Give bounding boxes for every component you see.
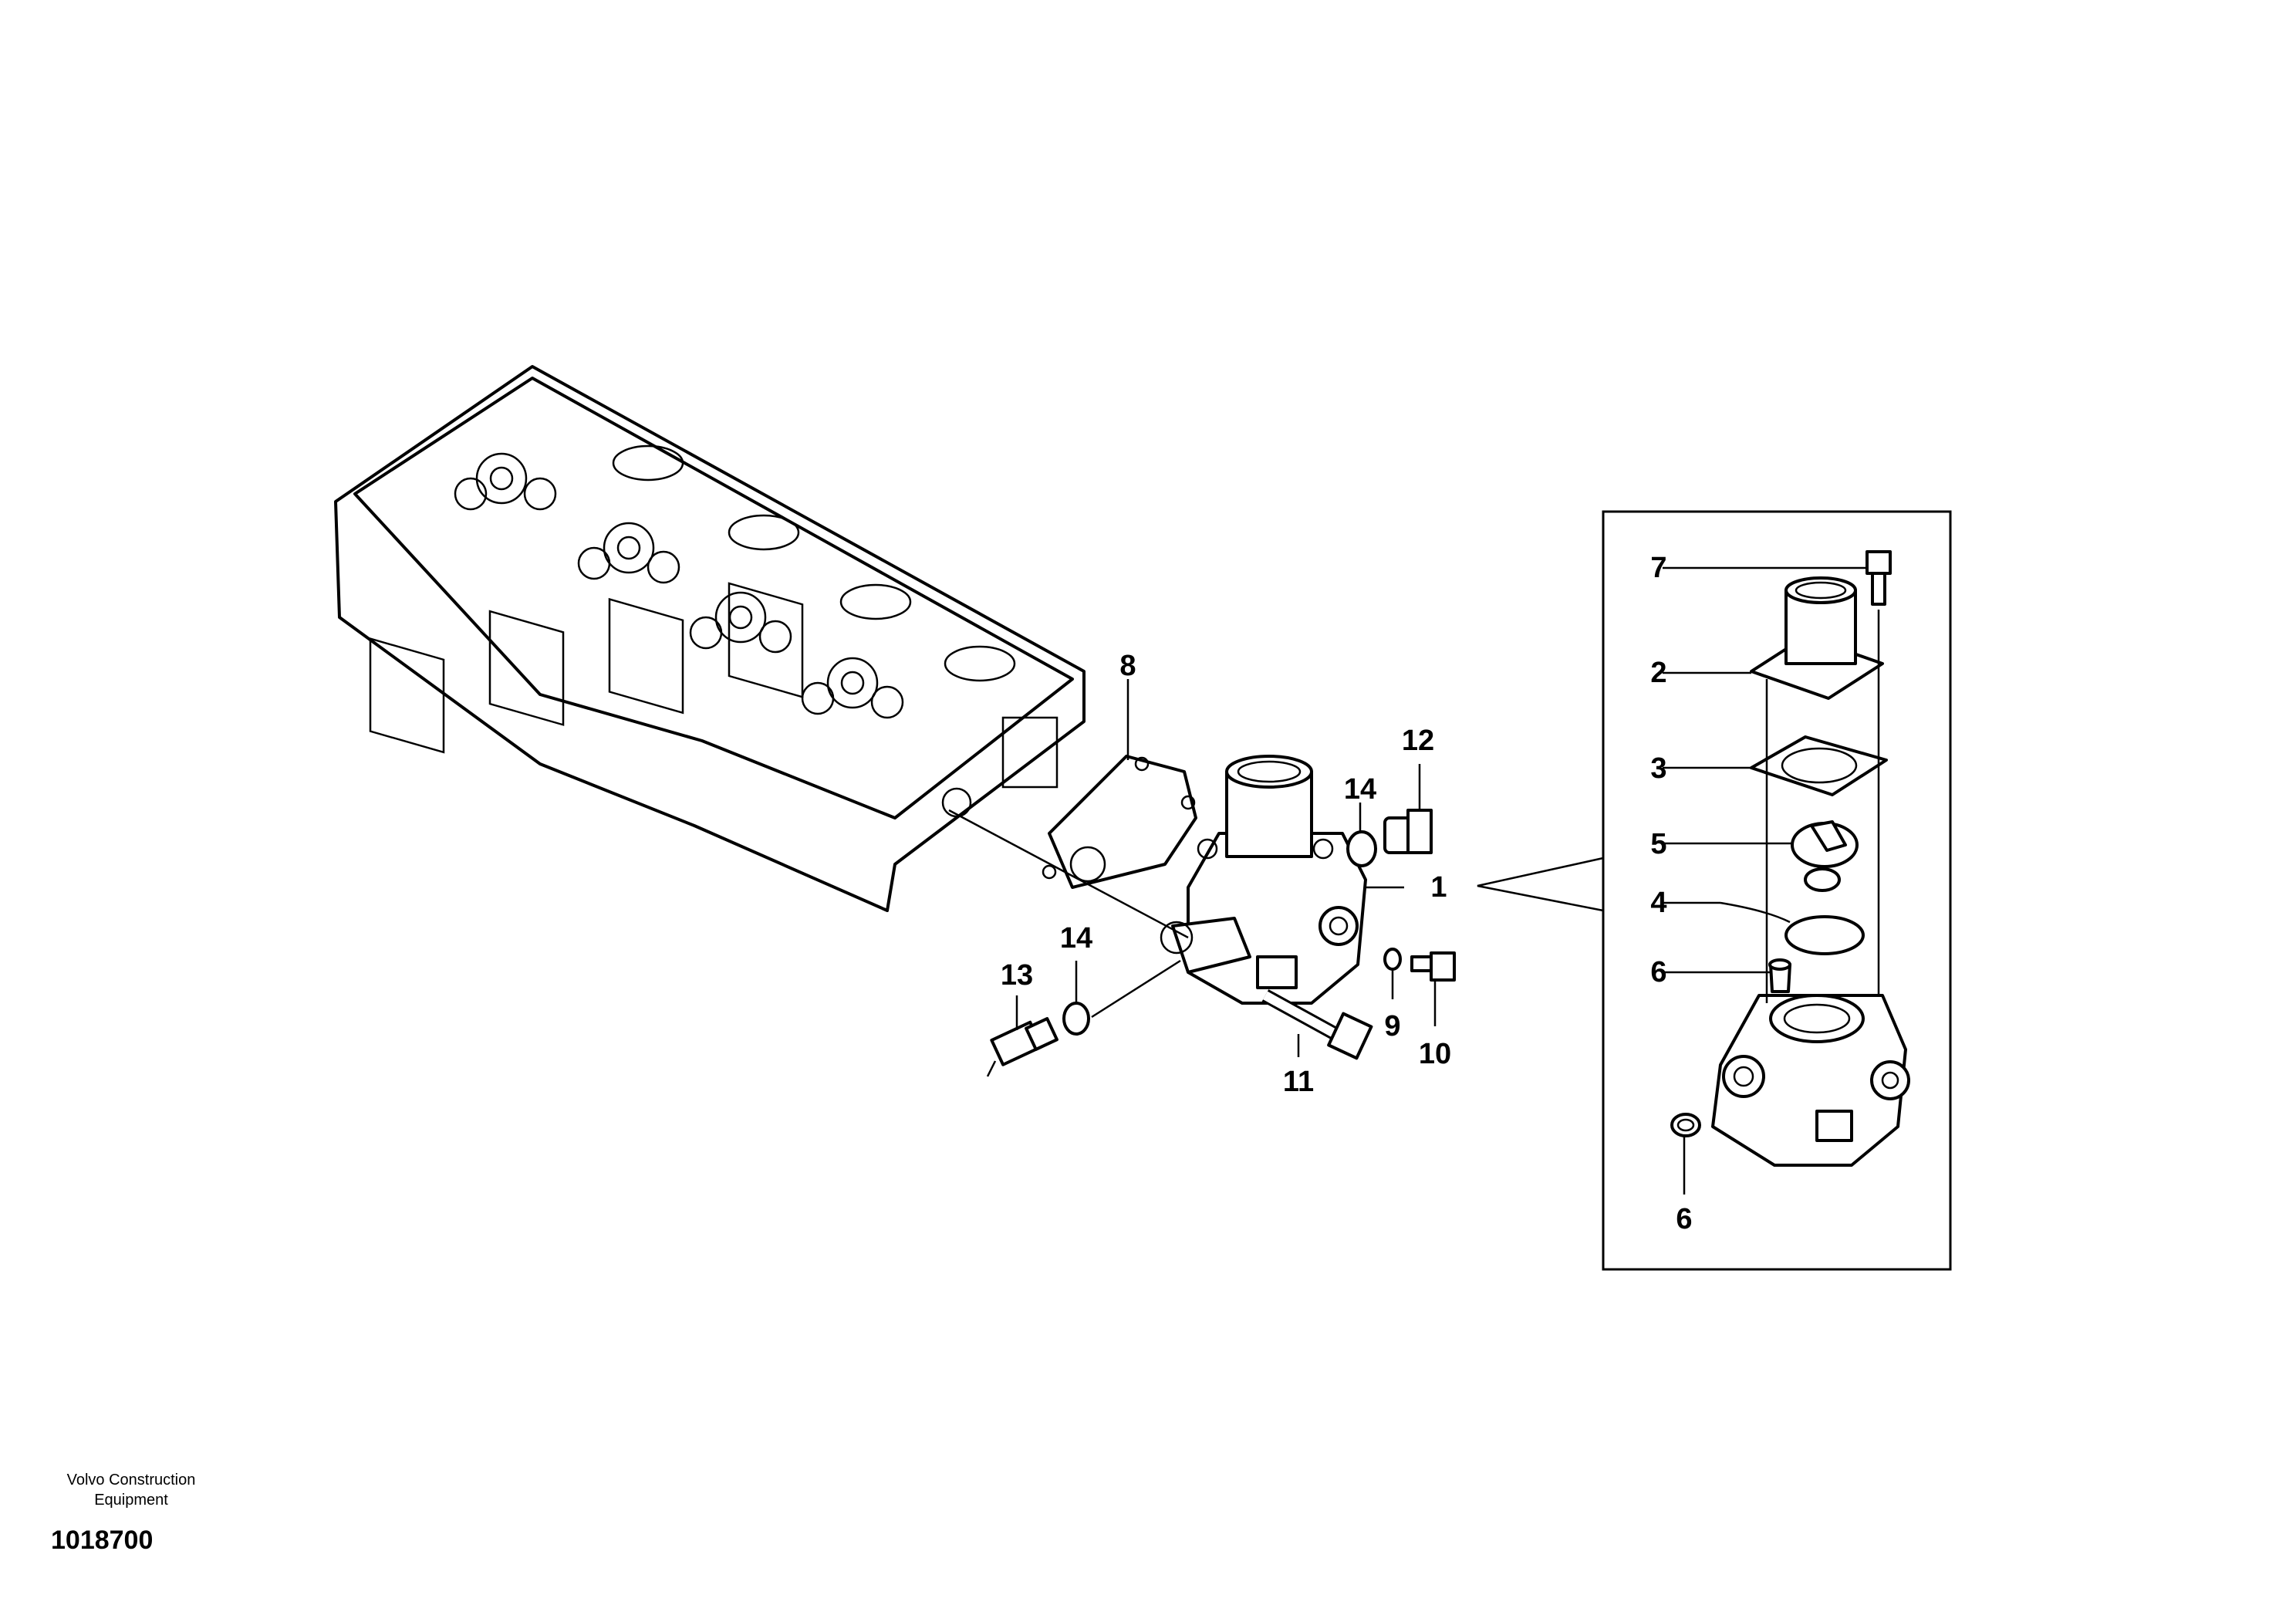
callout-14-upper: 14 bbox=[1344, 773, 1376, 806]
thermostat-housing-part-1 bbox=[1160, 755, 1367, 1005]
leader-lines bbox=[948, 566, 1867, 1195]
plug-part-6-top bbox=[1768, 958, 1791, 993]
bolt-part-7 bbox=[1866, 550, 1892, 606]
housing-detail bbox=[1711, 994, 1910, 1167]
o-ring-part-14-lower bbox=[1062, 1002, 1090, 1036]
gasket-part-8 bbox=[1042, 755, 1197, 889]
callout-6-top: 6 bbox=[1650, 956, 1666, 988]
callout-4: 4 bbox=[1650, 887, 1666, 919]
plug-part-6-bottom bbox=[1670, 1113, 1701, 1137]
callout-labels: 8 14 12 1 14 13 9 10 11 7 2 3 5 4 6 6 bbox=[1001, 552, 1693, 1235]
callout-9: 9 bbox=[1384, 1010, 1400, 1042]
brand-line-1: Volvo Construction bbox=[66, 1472, 196, 1489]
plug-part-12 bbox=[1383, 809, 1433, 854]
callout-6-bottom: 6 bbox=[1676, 1203, 1692, 1235]
cylinder-head bbox=[334, 365, 1086, 912]
thermostat-part-5 bbox=[1791, 820, 1859, 892]
bolt-part-11 bbox=[1261, 989, 1373, 1060]
callout-5: 5 bbox=[1650, 828, 1666, 860]
gasket-part-3 bbox=[1750, 735, 1888, 796]
washer-part-9 bbox=[1383, 948, 1402, 971]
callout-7: 7 bbox=[1650, 552, 1666, 584]
outlet-cover-part-2 bbox=[1750, 576, 1884, 700]
o-ring-part-14-upper bbox=[1346, 830, 1377, 867]
callout-12: 12 bbox=[1402, 725, 1434, 757]
brand-line-2: Equipment bbox=[94, 1492, 168, 1509]
callout-8: 8 bbox=[1119, 650, 1136, 682]
callout-1: 1 bbox=[1430, 871, 1447, 904]
callout-10: 10 bbox=[1419, 1038, 1451, 1070]
callout-3: 3 bbox=[1650, 752, 1666, 785]
o-ring-part-4 bbox=[1784, 915, 1865, 955]
bolt-part-10 bbox=[1410, 951, 1456, 982]
callout-13: 13 bbox=[1001, 959, 1033, 992]
drawing-footer: Volvo Construction Equipment 1018700 bbox=[46, 1470, 216, 1556]
callout-11: 11 bbox=[1283, 1066, 1314, 1098]
callout-14-lower: 14 bbox=[1060, 922, 1092, 955]
drawing-number: 1018700 bbox=[51, 1526, 154, 1555]
detail-inset-box bbox=[1477, 510, 1952, 1271]
sensor-part-13 bbox=[986, 1017, 1059, 1077]
callout-2: 2 bbox=[1650, 657, 1666, 689]
